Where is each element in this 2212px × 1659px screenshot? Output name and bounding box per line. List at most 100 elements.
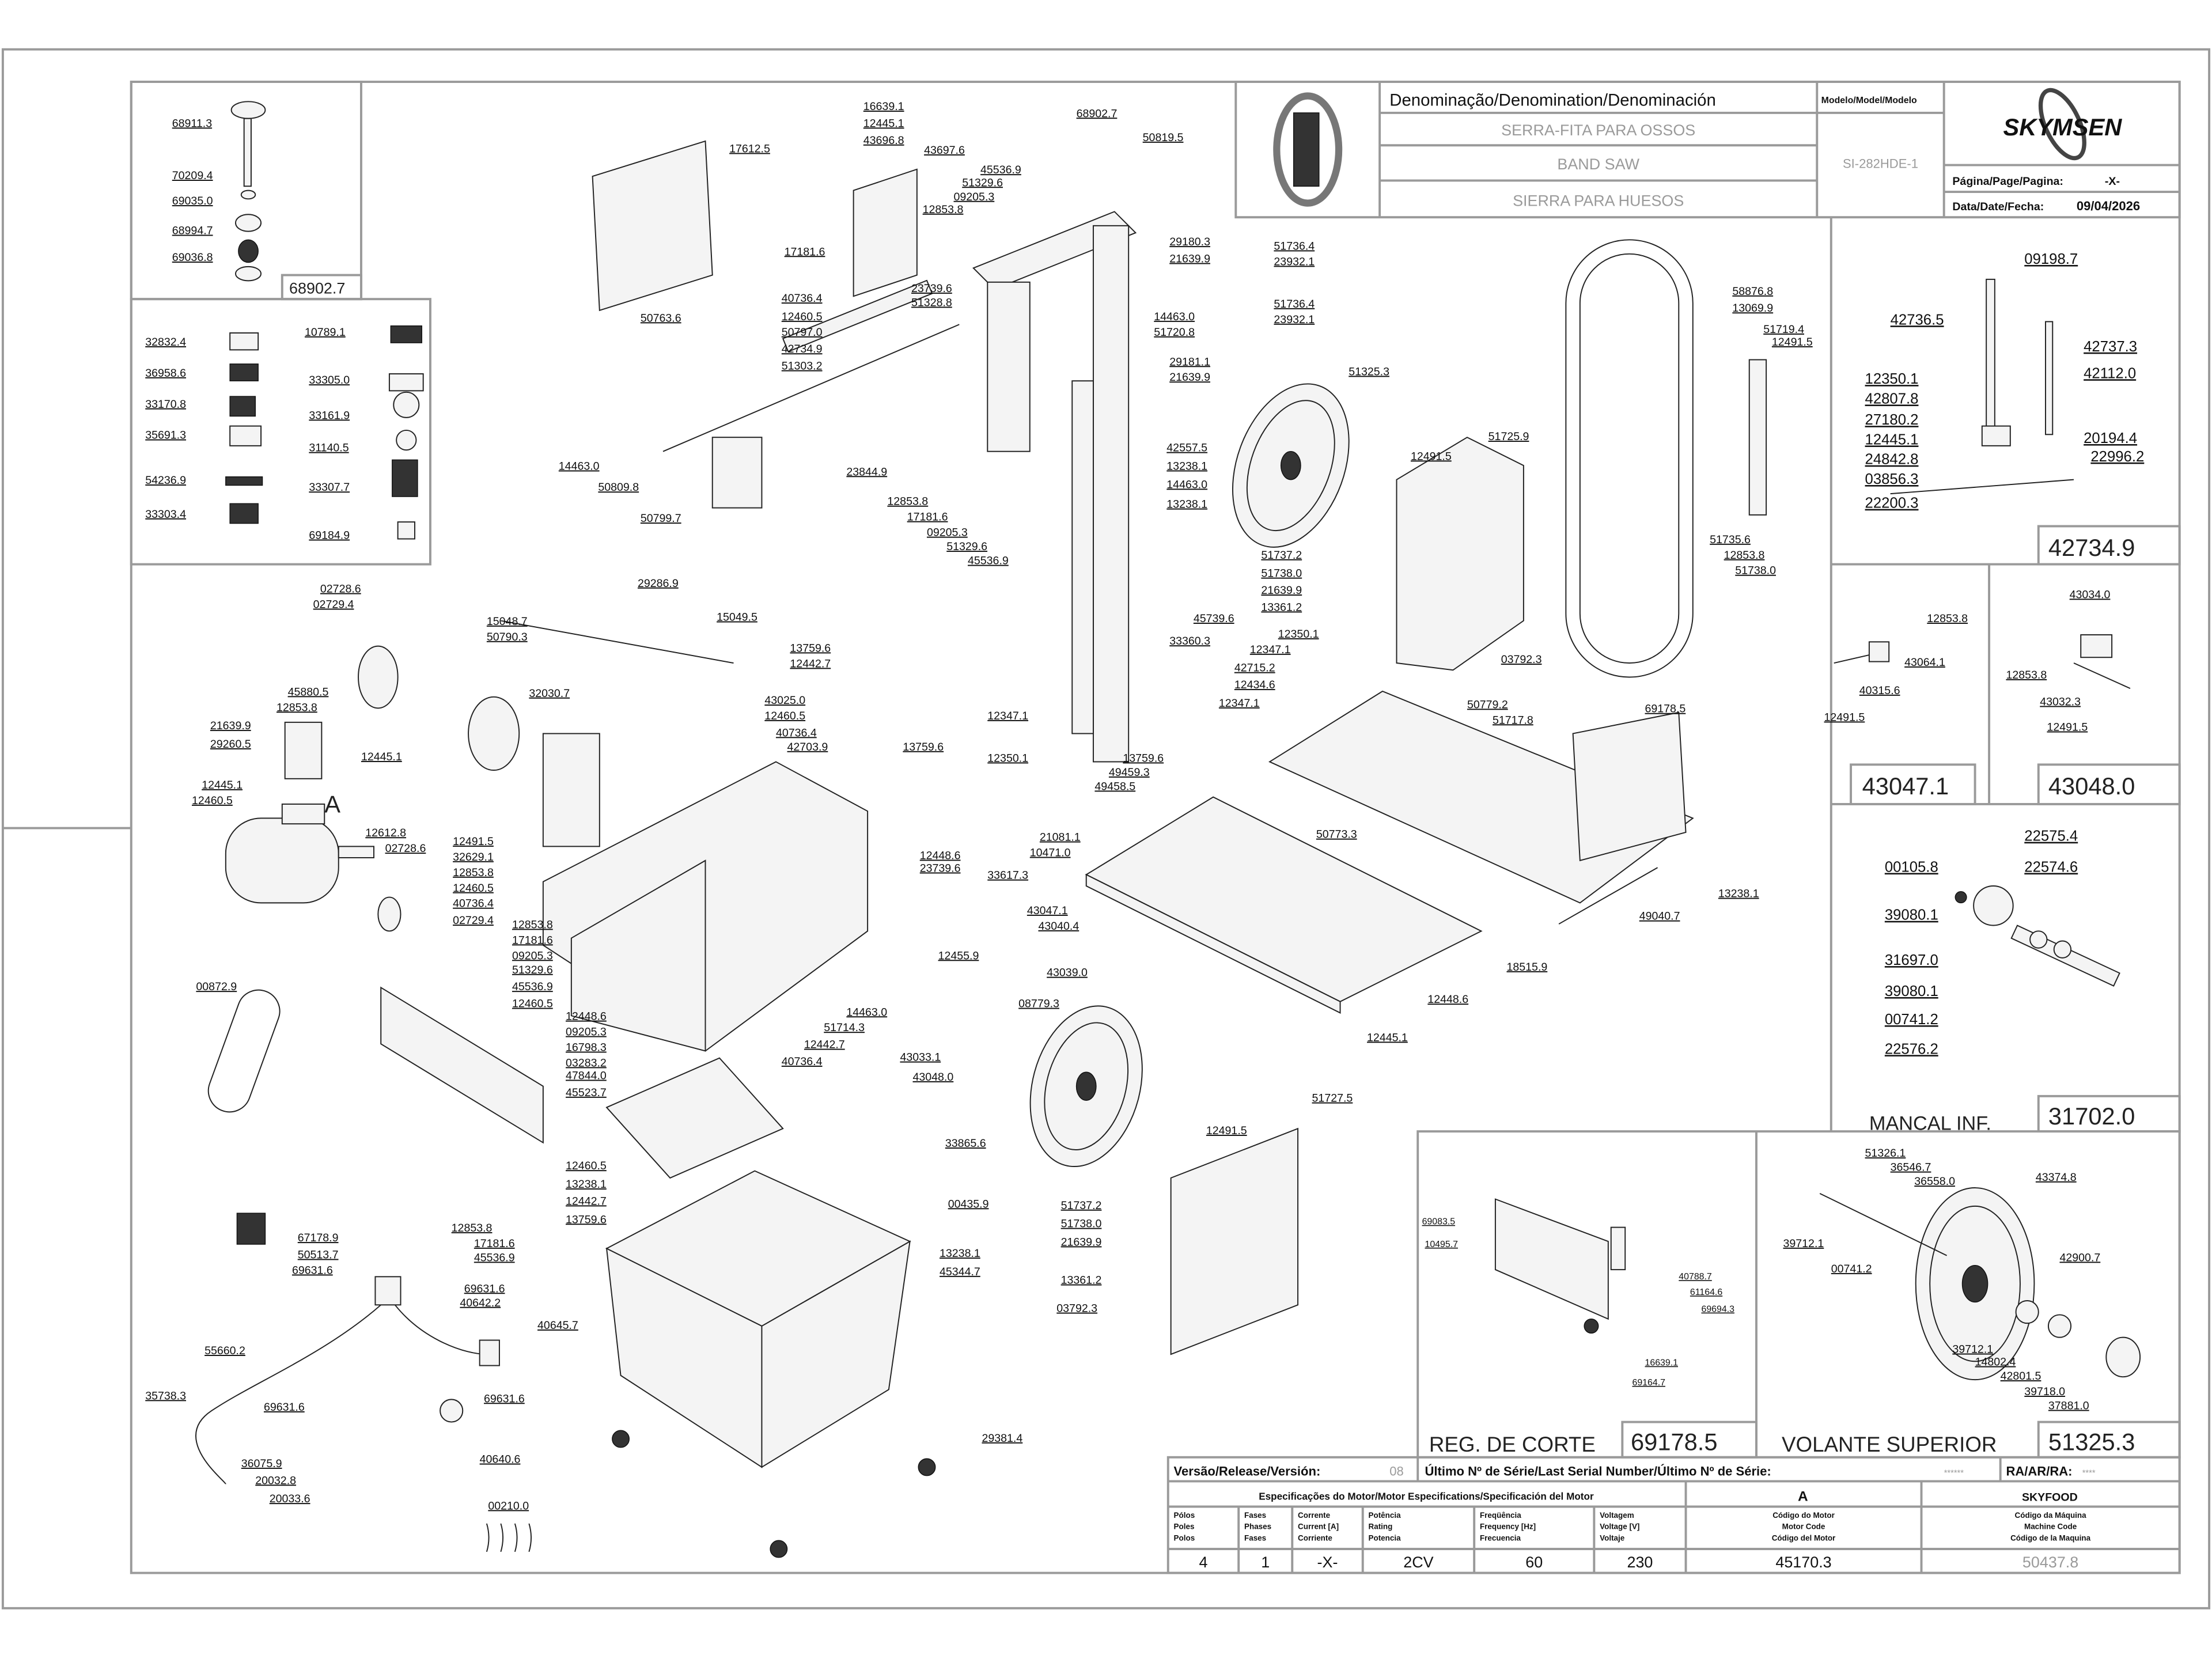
- svg-text:43047.1: 43047.1: [1862, 772, 1949, 800]
- part-number-label: 24842.8: [1865, 452, 1919, 468]
- part-number-label: 45536.9: [512, 980, 553, 993]
- spec-column-header: Código do Motor: [1772, 1511, 1835, 1520]
- part-number-label: 43047.1: [1027, 904, 1068, 917]
- part-number-label: 12434.6: [1234, 679, 1275, 691]
- part-number-label: 16639.1: [863, 100, 904, 113]
- bottom-detail-panels: REG. DE CORTE 69178.5 VOLANTE SUPERIOR 5…: [1416, 1130, 2181, 1459]
- part-number-label: 21639.9: [1169, 253, 1210, 266]
- part-number-label: 69631.6: [292, 1264, 333, 1277]
- part-number-label: 12612.8: [365, 827, 406, 839]
- part-number-label: 40642.2: [460, 1297, 501, 1309]
- part-number-label: 12853.8: [2006, 669, 2047, 681]
- part-number-label: 35738.3: [145, 1389, 186, 1402]
- part-number-label: 14463.0: [846, 1006, 887, 1018]
- part-number-label: 33161.9: [309, 409, 350, 422]
- part-number-label: 13238.1: [940, 1247, 980, 1260]
- part-number-label: 17181.6: [474, 1237, 515, 1250]
- part-number-label: 02728.6: [385, 842, 426, 855]
- part-number-label: 68902.7: [1077, 107, 1118, 120]
- part-number-label: 40788.7: [1679, 1272, 1712, 1282]
- part-number-label: 12491.5: [453, 835, 494, 848]
- part-number-label: 12460.5: [764, 710, 805, 722]
- part-number-label: 10789.1: [305, 326, 346, 339]
- part-number-label: 22576.2: [1885, 1041, 1938, 1057]
- part-number-label: 12347.1: [1250, 643, 1291, 656]
- part-number-label: 20194.4: [2084, 430, 2137, 446]
- spec-column-header: Fases: [1244, 1511, 1266, 1520]
- spec-column-header: Voltage [V]: [1600, 1522, 1639, 1531]
- part-number-label: 02728.6: [320, 583, 361, 596]
- spec-column-header: Fases: [1244, 1533, 1266, 1542]
- svg-text:51325.3: 51325.3: [2048, 1429, 2135, 1456]
- part-number-label: 51727.5: [1312, 1092, 1353, 1105]
- svg-text:08: 08: [1389, 1464, 1404, 1479]
- spec-column-value: 45170.3: [1775, 1554, 1831, 1571]
- detail-box-handle: 68902.7: [130, 81, 362, 301]
- spec-column-header: Corriente: [1298, 1533, 1332, 1542]
- spec-column-value: 1: [1261, 1554, 1270, 1571]
- spec-column-header: Código del Motor: [1772, 1533, 1836, 1542]
- part-number-label: 69164.7: [1632, 1378, 1665, 1388]
- part-number-label: 12853.8: [453, 866, 494, 879]
- part-number-label: 32030.7: [529, 687, 570, 700]
- part-number-label: 39080.1: [1885, 907, 1938, 923]
- svg-text:REG. DE CORTE: REG. DE CORTE: [1429, 1433, 1596, 1456]
- part-number-label: 12853.8: [1927, 612, 1968, 625]
- part-number-label: 32832.4: [145, 336, 186, 349]
- part-number-label: 14463.0: [1166, 478, 1207, 491]
- part-number-label: 50779.2: [1467, 698, 1508, 711]
- part-number-label: 37881.0: [2048, 1400, 2089, 1412]
- part-number-label: 13238.1: [566, 1178, 607, 1191]
- part-number-label: 51714.3: [824, 1021, 865, 1034]
- part-number-label: 42734.9: [782, 343, 823, 355]
- part-number-label: 42557.5: [1166, 442, 1207, 454]
- part-number-label: 12350.1: [1865, 371, 1919, 387]
- part-number-label: 40736.4: [782, 1055, 823, 1068]
- part-number-label: 10471.0: [1030, 847, 1071, 859]
- spec-column-header: Poles: [1174, 1522, 1195, 1531]
- part-number-label: 51326.1: [1865, 1147, 1906, 1160]
- part-number-label: 49459.3: [1109, 766, 1150, 779]
- part-number-label: 13759.6: [903, 741, 944, 753]
- part-number-label: 17181.6: [907, 511, 948, 524]
- part-number-label: 29260.5: [210, 738, 251, 751]
- part-number-label: 12442.7: [804, 1039, 845, 1051]
- part-number-label: 42112.0: [2084, 365, 2136, 381]
- part-number-label: 43034.0: [2070, 588, 2111, 601]
- svg-text:BAND SAW: BAND SAW: [1557, 156, 1639, 173]
- part-number-label: 02729.4: [453, 914, 494, 927]
- part-number-label: 23932.1: [1274, 313, 1315, 326]
- part-number-label: 43025.0: [764, 694, 805, 707]
- part-number-label: 51725.9: [1488, 430, 1529, 443]
- part-number-label: 23844.9: [846, 465, 887, 478]
- part-number-label: 49458.5: [1094, 780, 1135, 793]
- stickers-box: [130, 298, 431, 566]
- part-number-label: 12347.1: [987, 710, 1028, 722]
- part-number-label: 51719.4: [1763, 323, 1804, 336]
- part-number-label: 42807.8: [1865, 391, 1919, 407]
- part-number-label: 50763.6: [641, 312, 681, 324]
- svg-text:A: A: [1798, 1489, 1808, 1505]
- part-number-label: 29181.1: [1169, 355, 1210, 368]
- part-number-label: 29286.9: [638, 577, 679, 590]
- part-number-label: 45344.7: [940, 1266, 980, 1278]
- part-number-label: 49040.7: [1639, 910, 1680, 923]
- part-number-label: 36075.9: [241, 1457, 282, 1470]
- part-number-label: 12350.1: [1278, 628, 1319, 641]
- part-number-label: 51329.6: [512, 964, 553, 976]
- part-number-label: 22574.6: [2024, 859, 2078, 875]
- right-detail-panels: 42734.9 43047.1 43048.0 MANCAL INF. 3170…: [1830, 217, 2181, 1135]
- part-number-label: 36958.6: [145, 367, 186, 380]
- part-number-label: 42737.3: [2084, 339, 2137, 355]
- svg-text:SKYFOOD: SKYFOOD: [2022, 1491, 2078, 1504]
- spec-column-header: Frecuencia: [1480, 1533, 1521, 1542]
- spec-column-value: 4: [1199, 1554, 1207, 1571]
- part-number-label: 45536.9: [980, 164, 1021, 176]
- part-number-label: 36546.7: [1891, 1161, 1931, 1174]
- part-number-label: 12448.6: [566, 1010, 607, 1023]
- part-number-label: 70209.4: [172, 169, 213, 182]
- spec-column-value: 50437.8: [2022, 1554, 2078, 1571]
- part-number-label: 12460.5: [512, 998, 553, 1010]
- part-number-label: 40640.6: [480, 1453, 521, 1466]
- part-number-label: 50773.3: [1316, 828, 1357, 841]
